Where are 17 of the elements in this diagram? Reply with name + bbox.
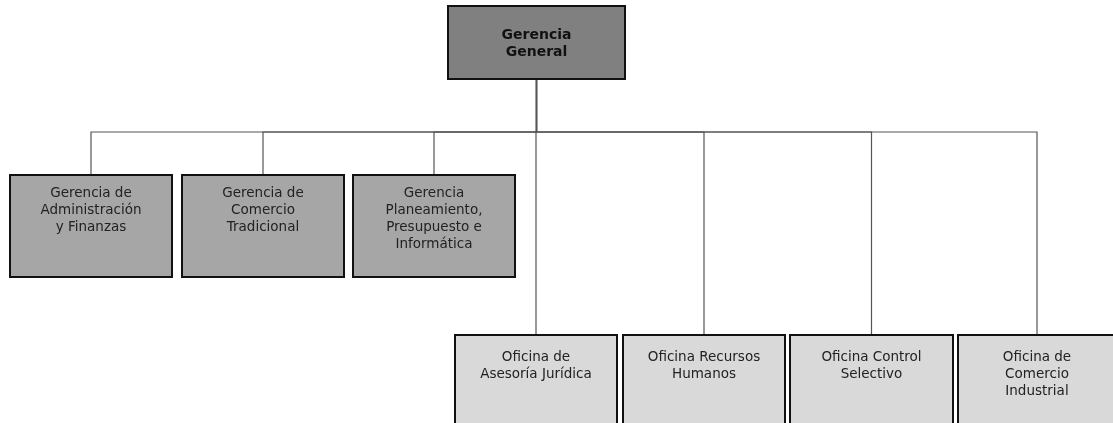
head-box xyxy=(447,5,626,80)
box-label: Oficina Control Selectivo xyxy=(820,348,923,382)
box-label: Oficina de Comercio Industrial xyxy=(1001,348,1073,399)
box-label: Oficina de Asesoría Jurídica xyxy=(479,348,593,382)
box-label: Gerencia General xyxy=(500,25,573,60)
department-box xyxy=(9,174,173,278)
box-label: Gerencia de Comercio Tradicional xyxy=(221,184,305,235)
box-label: Gerencia de Administración y Finanzas xyxy=(39,184,143,235)
office-box xyxy=(957,334,1113,423)
office-box xyxy=(454,334,618,423)
department-box xyxy=(352,174,516,278)
box-label: Oficina Recursos Humanos xyxy=(646,348,762,382)
office-box xyxy=(789,334,954,423)
office-box xyxy=(622,334,786,423)
connector-line xyxy=(535,79,1038,335)
box-label: Gerencia Planeamiento, Presupuesto e Informática xyxy=(384,184,484,252)
department-box xyxy=(181,174,345,278)
